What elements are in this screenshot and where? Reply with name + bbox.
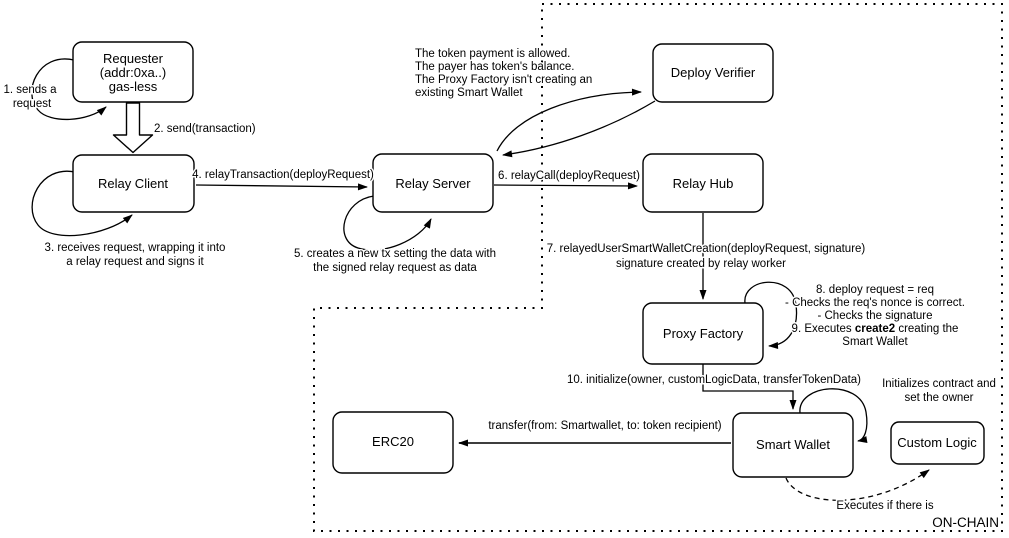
label-step3-line2: a relay request and signs it	[66, 256, 204, 268]
node-requester-label-line3: gas-less	[109, 79, 158, 94]
node-deploy-verifier	[652, 43, 774, 103]
edge-requester-self-loop	[31, 58, 107, 121]
edge-relay-server-self-loop	[343, 195, 432, 251]
edge-proxy-factory-self-loop	[744, 281, 798, 350]
label-on-chain: ON-CHAIN	[932, 515, 999, 530]
edge-relay-client-self-loop	[31, 170, 133, 237]
node-requester-label-line1: Requester	[103, 51, 164, 66]
edge-executes-custom-logic	[785, 469, 930, 501]
label-step3-line1: 3. receives request, wrapping it into	[45, 242, 226, 254]
node-proxy-factory-label: Proxy Factory	[663, 326, 744, 341]
label-step8-line1: 8. deploy request = req	[816, 284, 934, 296]
edge-relay-transaction	[195, 183, 368, 191]
node-custom-logic-label: Custom Logic	[897, 435, 977, 450]
on-chain-boundary	[313, 3, 1003, 532]
label-step9-line2: Smart Wallet	[842, 336, 908, 348]
label-step9-line1: 9. Executes create2 creating the	[792, 323, 959, 335]
label-verifier-note-line3: The Proxy Factory isn't creating an	[415, 74, 592, 86]
label-step10: 10. initialize(owner, customLogicData, t…	[567, 374, 861, 386]
label-init-note-line1: Initializes contract and	[882, 378, 996, 390]
node-relay-hub	[642, 153, 764, 213]
node-smart-wallet-label: Smart Wallet	[756, 437, 830, 452]
label-executes-note: Executes if there is	[836, 500, 933, 512]
label-step7-line1: 7. relayedUserSmartWalletCreation(deploy…	[547, 243, 866, 255]
label-step1-line2: request	[13, 98, 52, 110]
node-relay-hub-label: Relay Hub	[673, 176, 734, 191]
edge-smart-wallet-self-loop	[799, 388, 868, 443]
edge-initialize	[702, 364, 797, 410]
node-custom-logic	[890, 421, 985, 465]
node-relay-client	[72, 154, 195, 213]
node-requester	[72, 41, 194, 103]
label-step8-line2: - Checks the req's nonce is correct.	[785, 297, 965, 309]
label-step5-line2: the signed relay request as data	[313, 262, 477, 274]
label-step4: 4. relayTransaction(deployRequest)	[192, 169, 374, 181]
edge-relay-call	[493, 182, 638, 190]
label-step7-line2: signature created by relay worker	[616, 258, 786, 270]
label-step6: 6. relayCall(deployRequest)	[498, 170, 640, 182]
label-init-note-line2: set the owner	[904, 392, 973, 404]
node-erc20	[332, 411, 454, 474]
node-erc20-label: ERC20	[372, 434, 414, 449]
label-step2: 2. send(transaction)	[154, 123, 256, 135]
label-step5-line1: 5. creates a new tx setting the data wit…	[294, 248, 496, 260]
edge-verifier-response	[502, 100, 656, 158]
label-step1-line1: 1. sends a	[3, 84, 57, 96]
node-relay-server-label: Relay Server	[395, 176, 471, 191]
node-deploy-verifier-label: Deploy Verifier	[671, 65, 756, 80]
node-proxy-factory	[642, 302, 764, 365]
edge-verifier-request	[496, 88, 642, 152]
label-verifier-note-line2: The payer has token's balance.	[415, 61, 574, 73]
label-step9-create2: create2	[855, 323, 895, 335]
label-verifier-note-line1: The token payment is allowed.	[415, 48, 570, 60]
node-smart-wallet	[732, 412, 854, 478]
edge-send-transaction-arrow	[112, 102, 154, 154]
label-verifier-note-line4: existing Smart Wallet	[415, 87, 523, 99]
node-requester-label-line2: (addr:0xa..)	[100, 65, 166, 80]
node-relay-server	[372, 153, 494, 213]
label-step9-post: creating the	[895, 323, 958, 335]
label-step8-line3: - Checks the signature	[817, 310, 932, 322]
node-relay-client-label: Relay Client	[98, 176, 168, 191]
label-step9-pre: 9. Executes	[792, 323, 855, 335]
label-transfer: transfer(from: Smartwallet, to: token re…	[488, 420, 721, 432]
